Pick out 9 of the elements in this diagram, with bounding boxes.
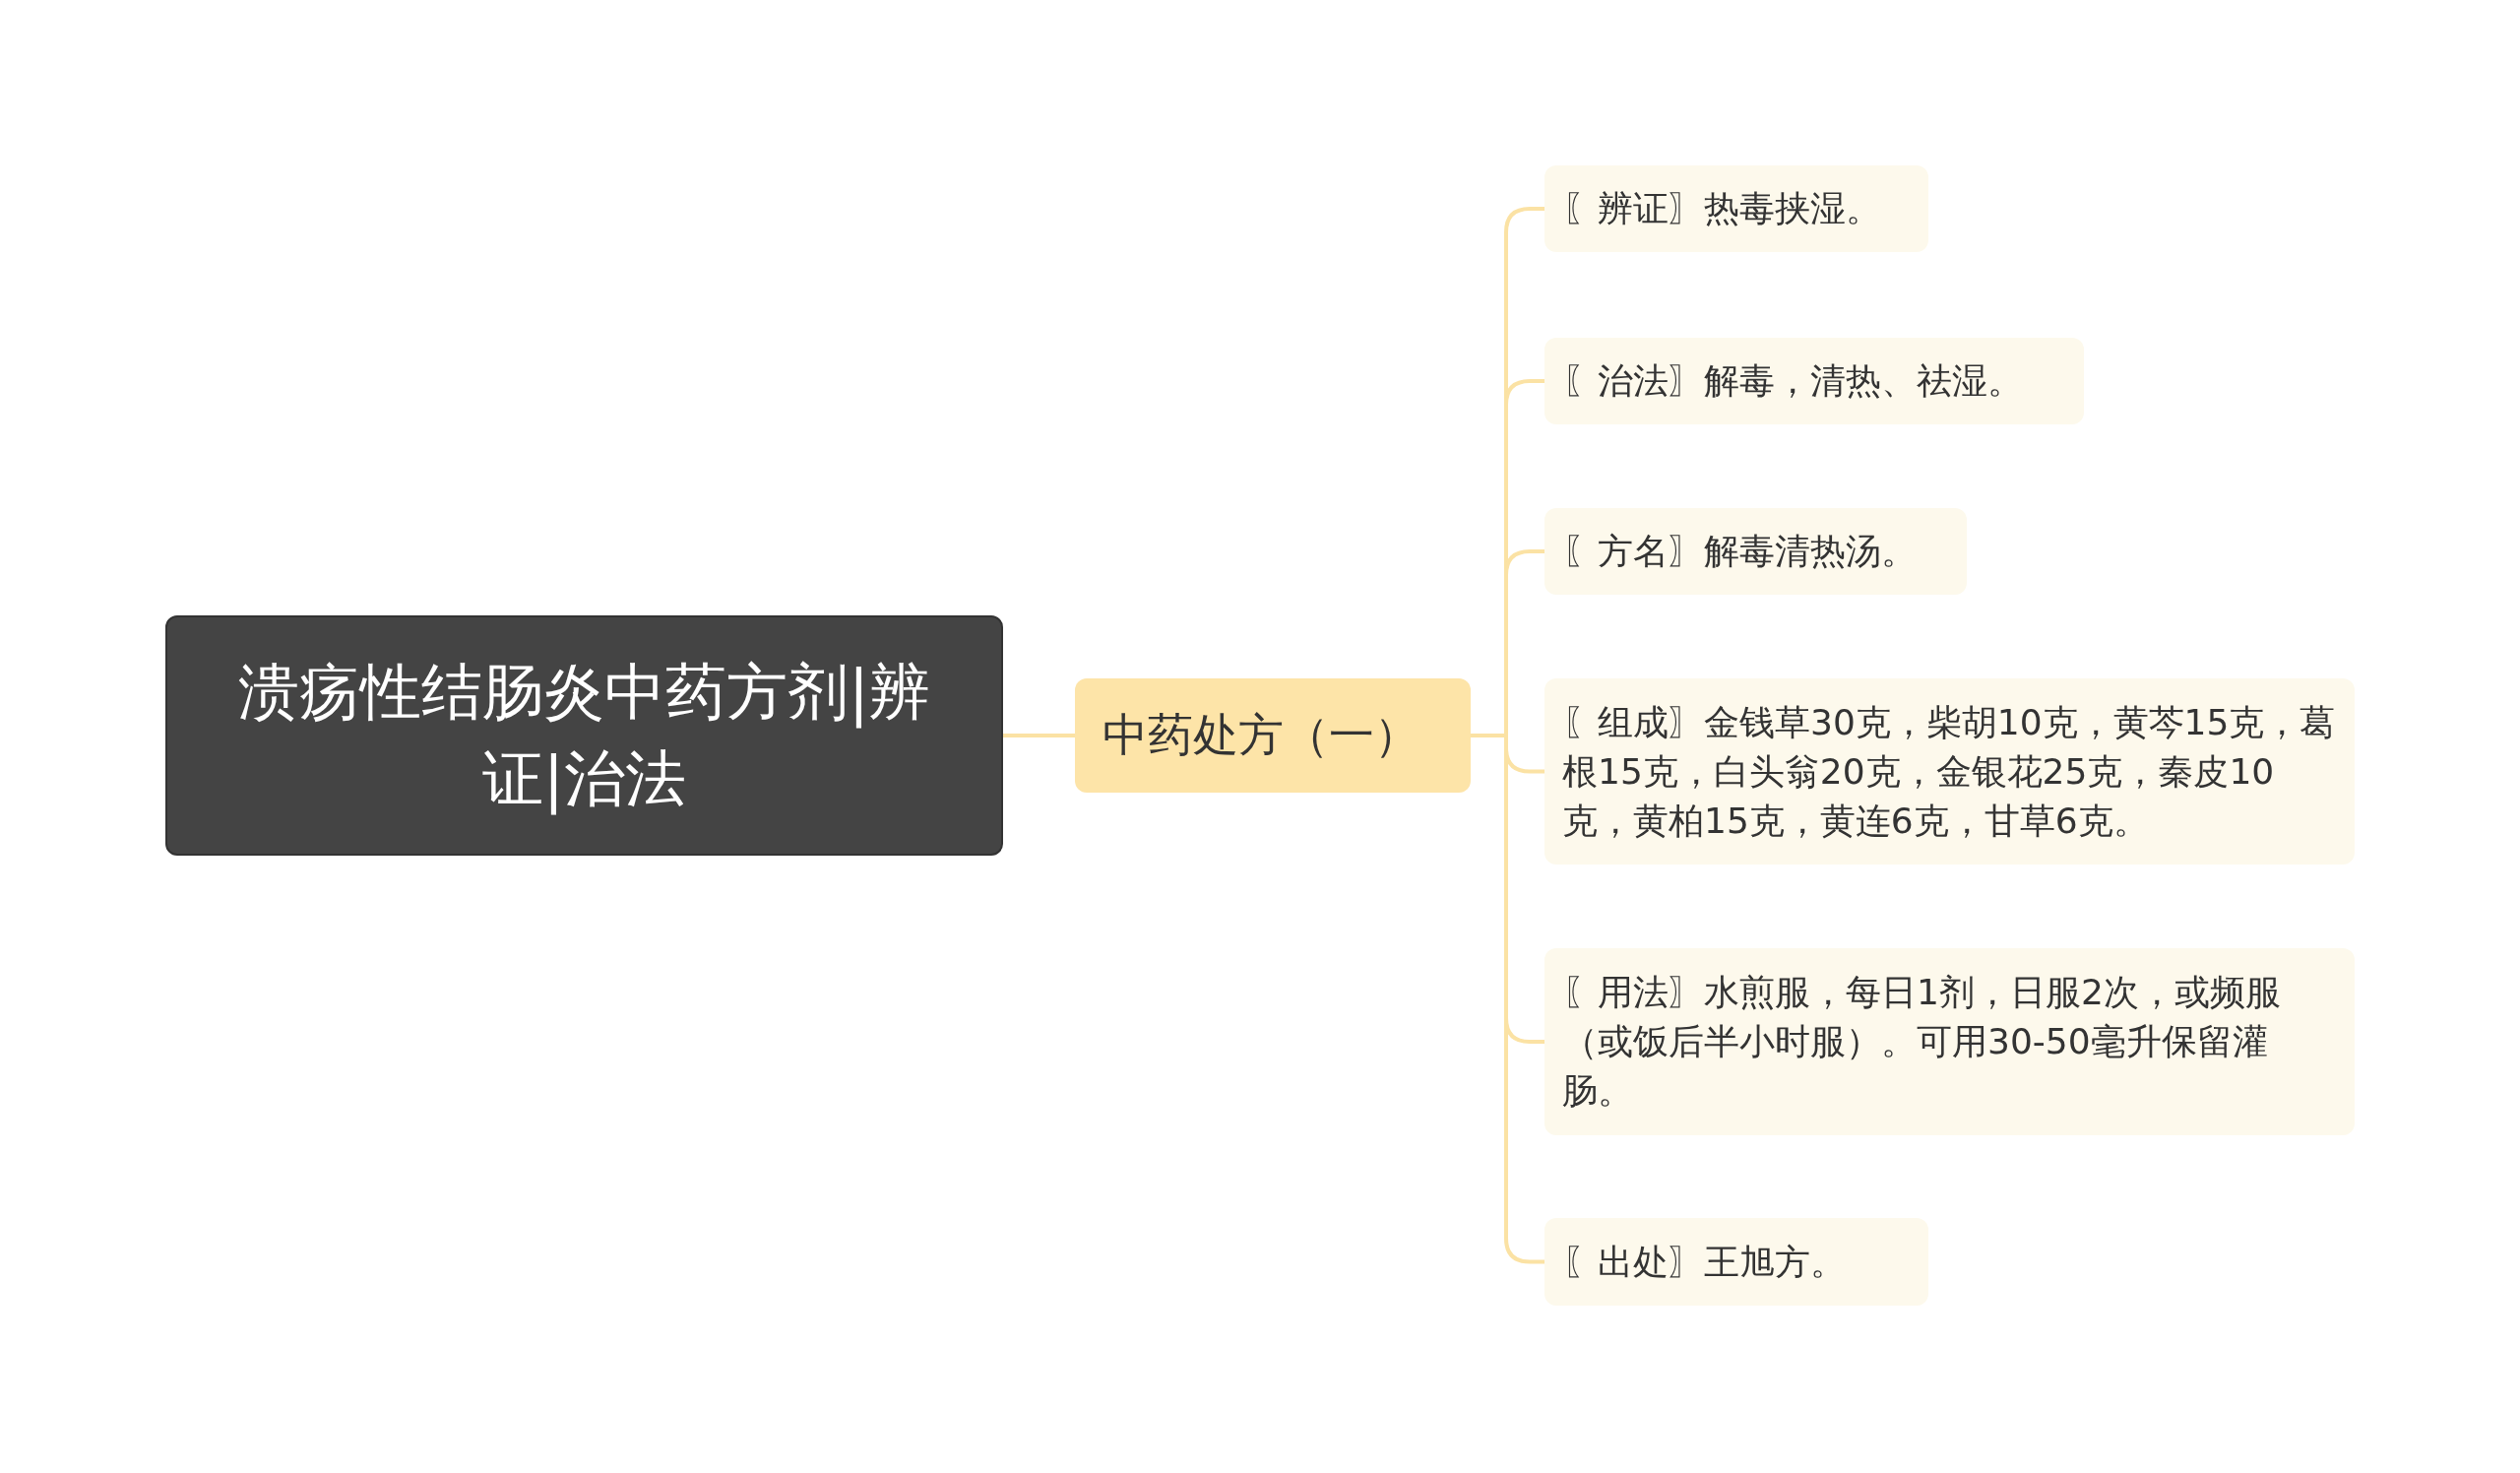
leaf-box: 〖治法〗解毒，清热、祛湿。 [1544, 338, 2084, 424]
leaf-box: 〖出处〗王旭方。 [1544, 1218, 1928, 1306]
connector-line [1003, 734, 1075, 737]
topic-box: 中药处方（一） [1075, 678, 1471, 793]
leaf-box: 〖方名〗解毒清热汤。 [1544, 508, 1967, 595]
leaf-box: 〖组成〗金钱草30克，柴胡10克，黄芩15克，葛根15克，白头翁20克，金银花25克，秦皮10克，黄柏15克，黄连6克，甘草6克。 [1544, 678, 2355, 865]
root-topic-box: 溃疡性结肠炎中药方剂|辨证|治法 [165, 615, 1003, 856]
leaf-box: 〖辨证〗热毒挟湿。 [1544, 165, 1928, 252]
leaf-box: 〖用法〗水煎服，每日1剂，日服2次，或频服（或饭后半小时服）。可用30-50毫升保留灌肠。 [1544, 948, 2355, 1135]
